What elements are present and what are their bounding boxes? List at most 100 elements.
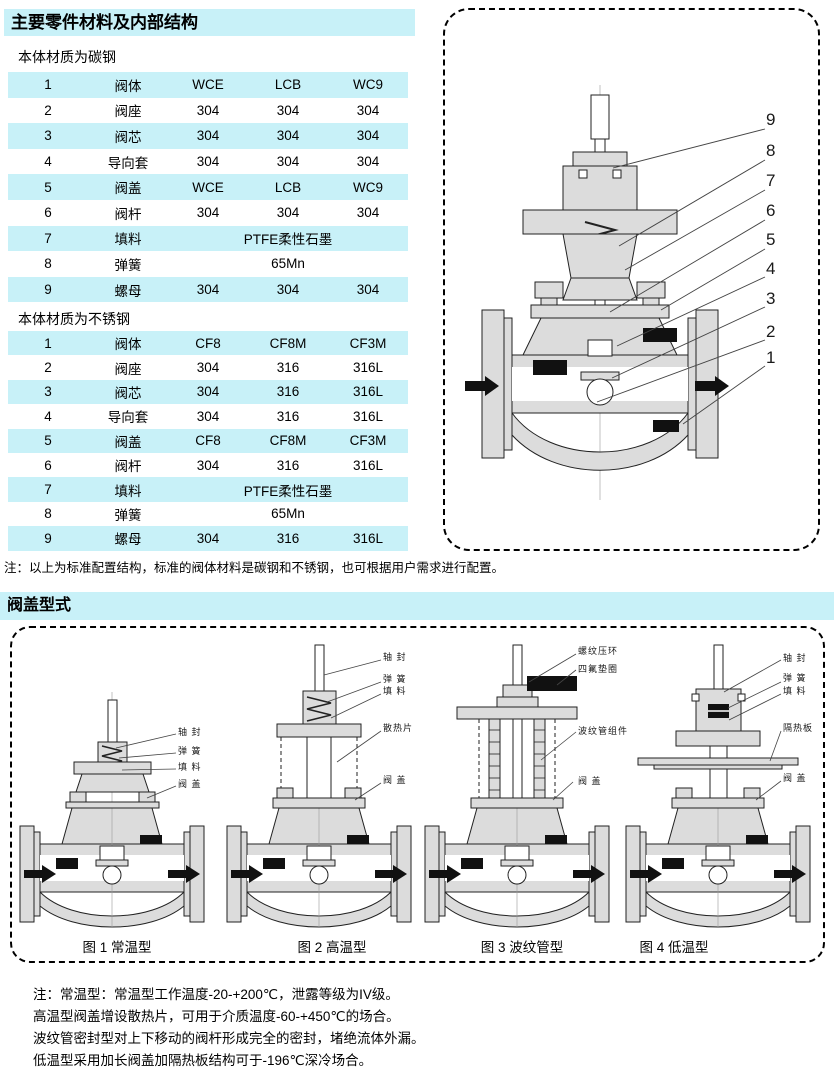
figure-4-caption: 图 4 低温型 xyxy=(639,940,709,955)
callout-7: 7 xyxy=(766,171,776,190)
cell-m3: 316L xyxy=(352,360,384,376)
label-spring: 弹 簧 xyxy=(178,746,202,756)
callout-2: 2 xyxy=(766,322,776,341)
callout-1: 1 xyxy=(766,348,776,367)
cell-name: 导向套 xyxy=(107,155,149,171)
cell-m3: 316L xyxy=(352,457,384,473)
callout-9: 9 xyxy=(766,110,776,129)
figure-4-low-temp: 轴 封 弹 簧 填 料 隔热板 阀 盖 xyxy=(618,630,823,938)
cell-no: 6 xyxy=(44,205,52,221)
cell-span: 65Mn xyxy=(271,256,305,272)
cell-no: 5 xyxy=(44,179,52,195)
callout-leader-lines xyxy=(596,128,766,425)
label-spring: 弹 簧 xyxy=(783,673,807,683)
cell-m3: CF3M xyxy=(349,335,387,351)
figure-2-drawing xyxy=(226,644,412,929)
label-ptfe-gasket: 四氟垫圈 xyxy=(578,664,619,674)
figure-3-bellows: 螺纹压环 四氟垫圈 波纹管组件 阀 盖 xyxy=(417,630,627,938)
cell-m2: 316 xyxy=(276,408,300,424)
table-row: 7 填料 PTFE柔性石墨 xyxy=(8,477,408,502)
cell-no: 3 xyxy=(44,128,52,144)
note-line-2: 高温型阀盖增设散热片，可用于介质温度-60-+450℃的场合。 xyxy=(33,1009,400,1024)
cell-name: 阀芯 xyxy=(114,129,142,145)
figure-3-caption: 图 3 波纹管型 xyxy=(480,940,564,955)
figure-4-drawing xyxy=(625,644,811,929)
cell-m2: 304 xyxy=(276,282,300,298)
figure-1-drawing xyxy=(19,691,205,929)
cell-no: 4 xyxy=(44,408,52,424)
cell-name: 阀盖 xyxy=(114,434,142,450)
table-row: 3 阀芯 304 304 304 xyxy=(8,123,408,149)
cell-m2: 316 xyxy=(276,457,300,473)
cell-m1: 304 xyxy=(196,530,220,546)
valve-section-drawing xyxy=(465,85,766,500)
cell-m3: 304 xyxy=(356,282,380,298)
table-row: 7 填料 PTFE柔性石墨 xyxy=(8,225,408,252)
cell-name: 阀体 xyxy=(114,78,142,94)
cell-m1: CF8 xyxy=(195,335,221,351)
label-bellows-assembly: 波纹管组件 xyxy=(578,726,629,736)
cell-name: 弹簧 xyxy=(114,257,142,273)
cell-m1: 304 xyxy=(196,282,220,298)
label-packing: 填 料 xyxy=(178,762,202,772)
table-row: 2 阀座 304 316 316L xyxy=(8,355,408,380)
cell-m2: 304 xyxy=(276,102,300,118)
section2-title-bar: 阀盖型式 xyxy=(0,592,834,620)
cell-m2: LCB xyxy=(274,77,302,93)
cell-no: 2 xyxy=(44,102,52,118)
cell-m2: CF8M xyxy=(269,433,307,449)
cell-m3: 316L xyxy=(352,530,384,546)
table-row: 8 弹簧 65Mn xyxy=(8,251,408,277)
table-row: 1 阀体 CF8 CF8M CF3M xyxy=(8,331,408,356)
table-row: 4 导向套 304 316 316L xyxy=(8,404,408,429)
cell-m2: 316 xyxy=(276,384,300,400)
cell-m1: 304 xyxy=(196,360,220,376)
cell-m3: 316L xyxy=(352,408,384,424)
label-bonnet: 阀 盖 xyxy=(383,775,407,785)
cell-m3: 304 xyxy=(356,154,380,170)
carbon-steel-caption: 本体材质为碳钢 xyxy=(18,49,116,65)
note-line-3: 波纹管密封型对上下移动的阀杆形成完全的密封，堵绝流体外漏。 xyxy=(33,1031,425,1046)
cell-name: 阀杆 xyxy=(114,206,142,222)
cell-m3: WC9 xyxy=(353,77,383,93)
table-row: 5 阀盖 WCE LCB WC9 xyxy=(8,174,408,200)
table-row: 6 阀杆 304 316 316L xyxy=(8,452,408,478)
table-row: 8 弹簧 65Mn xyxy=(8,501,408,527)
cell-m2: CF8M xyxy=(269,335,307,351)
cell-no: 8 xyxy=(44,256,52,272)
cell-name: 填料 xyxy=(114,232,142,248)
cell-m3: CF3M xyxy=(349,433,387,449)
table-row: 6 阀杆 304 304 304 xyxy=(8,199,408,226)
label-bonnet: 阀 盖 xyxy=(578,776,602,786)
figure-2-high-temp: 轴 封 弹 簧 填 料 散热片 阀 盖 xyxy=(219,630,424,938)
cell-no: 5 xyxy=(44,433,52,449)
cell-span: 65Mn xyxy=(271,506,305,522)
cell-name: 阀盖 xyxy=(114,181,142,197)
note-line-4: 低温型采用加长阀盖加隔热板结构可于-196℃深冷场合。 xyxy=(33,1053,373,1068)
section2-title: 阀盖型式 xyxy=(7,597,72,614)
cell-no: 3 xyxy=(44,384,52,400)
cell-m3: 304 xyxy=(356,102,380,118)
figure-2-caption: 图 2 高温型 xyxy=(297,940,367,955)
cell-m1: 304 xyxy=(196,408,220,424)
cell-name: 导向套 xyxy=(107,410,149,426)
cell-m3: 304 xyxy=(356,205,380,221)
figure-1-caption: 图 1 常温型 xyxy=(82,940,152,955)
cell-m3: 316L xyxy=(352,384,384,400)
cell-m3: WC9 xyxy=(353,179,383,195)
cell-name: 填料 xyxy=(114,483,142,499)
valve-section-diagram-box xyxy=(443,8,820,551)
callout-4: 4 xyxy=(766,259,776,278)
cell-m2: 316 xyxy=(276,360,300,376)
cell-m2: LCB xyxy=(274,179,302,195)
cell-name: 螺母 xyxy=(114,532,142,548)
callout-3: 3 xyxy=(766,289,776,308)
cell-no: 2 xyxy=(44,360,52,376)
callout-5: 5 xyxy=(766,230,776,249)
table-row: 4 导向套 304 304 304 xyxy=(8,148,408,175)
cell-m1: CF8 xyxy=(195,433,221,449)
cell-m1: 304 xyxy=(196,457,220,473)
table-row: 2 阀座 304 304 304 xyxy=(8,97,408,124)
cell-name: 阀体 xyxy=(114,337,142,353)
callout-8: 8 xyxy=(766,141,776,160)
